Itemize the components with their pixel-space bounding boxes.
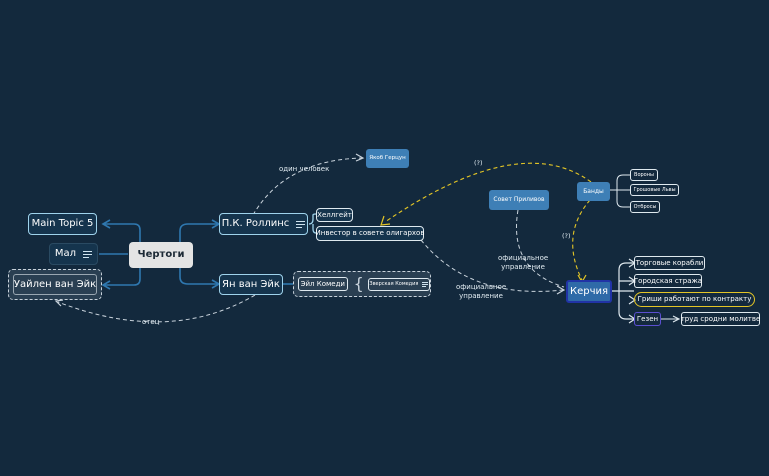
vaneck-node[interactable]: Ян ван Эйк [219,274,283,295]
jacob-label: Якоб Герцун [369,154,406,161]
arrow-one-person [355,153,365,162]
root-node[interactable]: Чертоги [129,242,193,268]
gang-lions-label: Грошовые Львы [633,186,676,193]
eyl-comedy-label: Эйл Комеди [300,279,345,288]
arrow-labor [672,315,681,323]
gezen-node[interactable]: Гезен [634,312,661,326]
kerch-label: Керчия [569,285,609,297]
question-label-2: (?) [562,232,571,240]
kerch-node[interactable]: Керчия [566,280,612,303]
gang-ravens-node[interactable]: Вороны [630,169,658,181]
relation-one-person [252,157,363,216]
gang-dregs-node[interactable]: Отбросы [630,201,660,213]
vaneck-label: Ян ван Эйк [222,278,280,290]
relation-official-investor [420,239,564,292]
labor-label: труд сродни молитве [680,314,761,323]
mal-node[interactable]: Мал [49,243,98,265]
ships-node[interactable]: Торговые корабли [634,256,705,270]
guard-label: Городская стража [633,276,703,285]
ships-label: Торговые корабли [635,258,704,267]
relation-gangs-investor [384,162,592,223]
relation-official-council [516,209,565,288]
gang-ravens-label: Вороны [634,171,654,178]
investor-label: Инвестор в совете олигархов [315,229,425,237]
arrow-gangs-investor [380,215,391,226]
wylan-inner: Уайлен ван Эйк [13,274,97,295]
notes-icon [296,220,306,228]
gangs-label: Банды [583,187,604,195]
arrow-official-investor [556,285,566,295]
rollins-label: П.К. Роллинс [221,218,290,229]
root-label: Чертоги [137,249,185,260]
arrow-father [54,299,64,307]
one-person-label: один человек [279,165,330,173]
grisha-node[interactable]: Гриши работают по контракту [634,292,755,307]
guard-node[interactable]: Городская стража [634,274,702,288]
gezen-label: Гезен [636,314,659,323]
connector-gangs-items [610,174,630,208]
arrow-main-topic [101,219,111,229]
connector-root-wylan [104,268,141,286]
relation-gangs-kerch [572,199,591,281]
tides-council-label: Совет Приливов [493,196,545,203]
mal-label: Мал [54,248,77,259]
connector-kerch-children [612,262,634,320]
official-label-2: официальное управление [456,283,507,300]
relation-father [57,294,256,323]
hellgate-label: Хеллгейт [317,210,352,219]
hellgate-node[interactable]: Хеллгейт [316,208,353,222]
official-label-1: официальное управление [498,254,549,271]
tides-council-node[interactable]: Совет Приливов [489,190,549,210]
question-label-1: (?) [474,159,483,167]
notes-icon [422,281,429,287]
jacob-node[interactable]: Якоб Герцун [366,149,409,168]
main-topic-label: Main Topic 5 [31,218,94,229]
connector-root-main-topic [104,223,141,243]
gang-lions-node[interactable]: Грошовые Львы [630,184,679,196]
main-topic-node[interactable]: Main Topic 5 [28,213,97,235]
eyl-comedy-node[interactable]: Эйл Комеди [298,277,348,291]
bracket-icon: { [353,274,364,293]
father-label: отец [142,318,160,326]
connector-rollins-subs [308,213,317,234]
notes-icon [83,250,93,258]
zver-comedy-node[interactable]: Зверская Комедия [367,277,430,291]
labor-node[interactable]: труд сродни молитве [681,312,760,326]
investor-node[interactable]: Инвестор в совете олигархов [316,226,424,241]
gangs-node[interactable]: Банды [577,182,610,201]
wylan-node[interactable]: Уайлен ван Эйк [8,269,102,300]
zver-comedy-label: Зверская Комедия [369,280,419,287]
arrow-wylan [101,280,111,290]
comedy-group[interactable]: Эйл Комеди { Зверская Комедия [293,271,431,297]
gang-dregs-label: Отбросы [633,203,657,210]
wylan-label: Уайлен ван Эйк [13,278,97,290]
rollins-node[interactable]: П.К. Роллинс [219,213,308,235]
grisha-label: Гриши работают по контракту [637,295,752,303]
